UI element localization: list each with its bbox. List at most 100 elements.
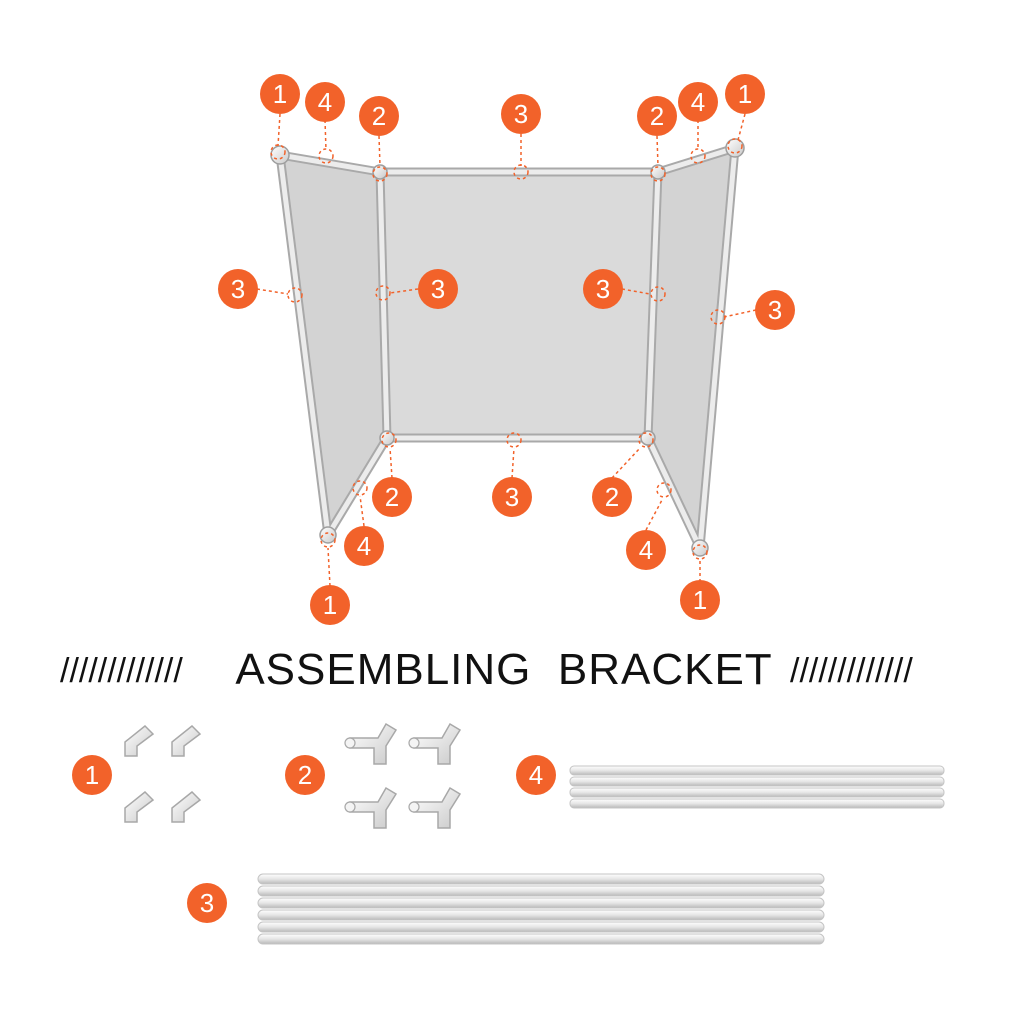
parts-badge-2: 2 — [285, 755, 325, 795]
elbow-connector-icon — [171, 790, 202, 823]
callout-3-center-left: 3 — [418, 269, 458, 309]
callout-number: 2 — [385, 482, 399, 512]
callout-2-bottom-left: 2 — [372, 477, 412, 517]
frame-pipes — [275, 143, 740, 553]
callout-badge-circle — [418, 269, 458, 309]
callout-badge-circle — [218, 269, 258, 309]
callout-number: 3 — [514, 99, 528, 129]
callout-number: 2 — [605, 482, 619, 512]
elbow-connector-icon — [124, 790, 155, 823]
callout-badge-circle — [310, 585, 350, 625]
pipe-icon — [257, 909, 825, 921]
callout-badge-circle — [678, 82, 718, 122]
part-corner-joints — [124, 724, 202, 823]
callout-1-bottom-left: 1 — [310, 585, 350, 625]
callout-3-left: 3 — [218, 269, 258, 309]
callout-badge-circle — [680, 580, 720, 620]
pipe-icon — [257, 885, 825, 897]
title-decoration-left: ///////////// — [60, 652, 183, 690]
callout-number: 2 — [298, 760, 312, 790]
callout-2-top-left: 2 — [359, 96, 399, 136]
callout-number: 4 — [639, 535, 653, 565]
callout-2-top-right: 2 — [637, 96, 677, 136]
callout-number: 1 — [323, 590, 337, 620]
callout-badge-circle — [344, 526, 384, 566]
section-title: ///////////// ASSEMBLING BRACKET ///////… — [60, 645, 913, 694]
center-panel — [380, 172, 658, 438]
callout-badge-circle — [516, 755, 556, 795]
title-decoration-right: ///////////// — [790, 652, 913, 690]
callout-1-top-left: 1 — [260, 74, 300, 114]
callout-badge-circle — [725, 74, 765, 114]
callout-number: 3 — [431, 274, 445, 304]
callout-3-right: 3 — [755, 290, 795, 330]
callout-3-center-right: 3 — [583, 269, 623, 309]
callout-4-bottom-left: 4 — [344, 526, 384, 566]
right-panel — [648, 148, 735, 548]
pipe-icon — [257, 933, 825, 945]
callout-number: 3 — [596, 274, 610, 304]
pipe-icon — [257, 873, 825, 885]
left-panel — [280, 155, 387, 535]
title-text: ASSEMBLING BRACKET — [235, 645, 772, 694]
callout-badge-circle — [359, 96, 399, 136]
callout-3-top: 3 — [501, 94, 541, 134]
frame-joints — [270, 138, 745, 557]
parts-badge-3: 3 — [187, 883, 227, 923]
callout-badge-circle — [583, 269, 623, 309]
pipe-icon — [569, 798, 945, 809]
tee-connector-icon — [408, 786, 462, 829]
callout-number: 3 — [200, 888, 214, 918]
part-tee-joints — [344, 722, 462, 829]
callout-3-bottom: 3 — [492, 477, 532, 517]
callout-number: 1 — [738, 79, 752, 109]
callout-badge-circle — [637, 96, 677, 136]
pipe-icon — [569, 765, 945, 776]
callout-1-top-right: 1 — [725, 74, 765, 114]
callout-number: 4 — [691, 87, 705, 117]
callout-number: 2 — [372, 101, 386, 131]
callout-4-top-left: 4 — [305, 82, 345, 122]
parts-badge-1: 1 — [72, 755, 112, 795]
callout-badge-circle — [187, 883, 227, 923]
callout-4-bottom-right: 4 — [626, 530, 666, 570]
callout-badge-circle — [626, 530, 666, 570]
pipe-icon — [257, 897, 825, 909]
callout-badge-circle — [592, 477, 632, 517]
callout-badge-circle — [285, 755, 325, 795]
parts-badge-4: 4 — [516, 755, 556, 795]
callout-number: 4 — [318, 87, 332, 117]
callout-2-bottom-right: 2 — [592, 477, 632, 517]
tee-connector-icon — [344, 786, 398, 829]
callout-number: 1 — [85, 760, 99, 790]
callout-number: 4 — [529, 760, 543, 790]
pipe-icon — [569, 776, 945, 787]
callout-badge-circle — [72, 755, 112, 795]
callout-leaders — [256, 113, 757, 587]
callout-1-bottom-right: 1 — [680, 580, 720, 620]
callout-badge-circle — [305, 82, 345, 122]
callout-badge-circle — [372, 477, 412, 517]
tee-connector-icon — [344, 722, 398, 765]
callout-badge-circle — [260, 74, 300, 114]
part-long-pipes — [257, 873, 825, 945]
assembled-frame — [270, 138, 745, 557]
callout-number: 3 — [768, 295, 782, 325]
elbow-connector-icon — [171, 724, 202, 757]
tee-connector-icon — [408, 722, 462, 765]
callout-number: 1 — [693, 585, 707, 615]
part-short-pipes — [569, 765, 945, 809]
callout-number: 4 — [357, 531, 371, 561]
pipe-icon — [257, 921, 825, 933]
callout-number: 3 — [505, 482, 519, 512]
callout-number: 1 — [273, 79, 287, 109]
callout-badge-circle — [492, 477, 532, 517]
callout-badge-circle — [755, 290, 795, 330]
parts-list — [124, 722, 945, 945]
callout-number: 2 — [650, 101, 664, 131]
elbow-connector-icon — [124, 724, 155, 757]
pipe-icon — [569, 787, 945, 798]
callout-number: 3 — [231, 274, 245, 304]
